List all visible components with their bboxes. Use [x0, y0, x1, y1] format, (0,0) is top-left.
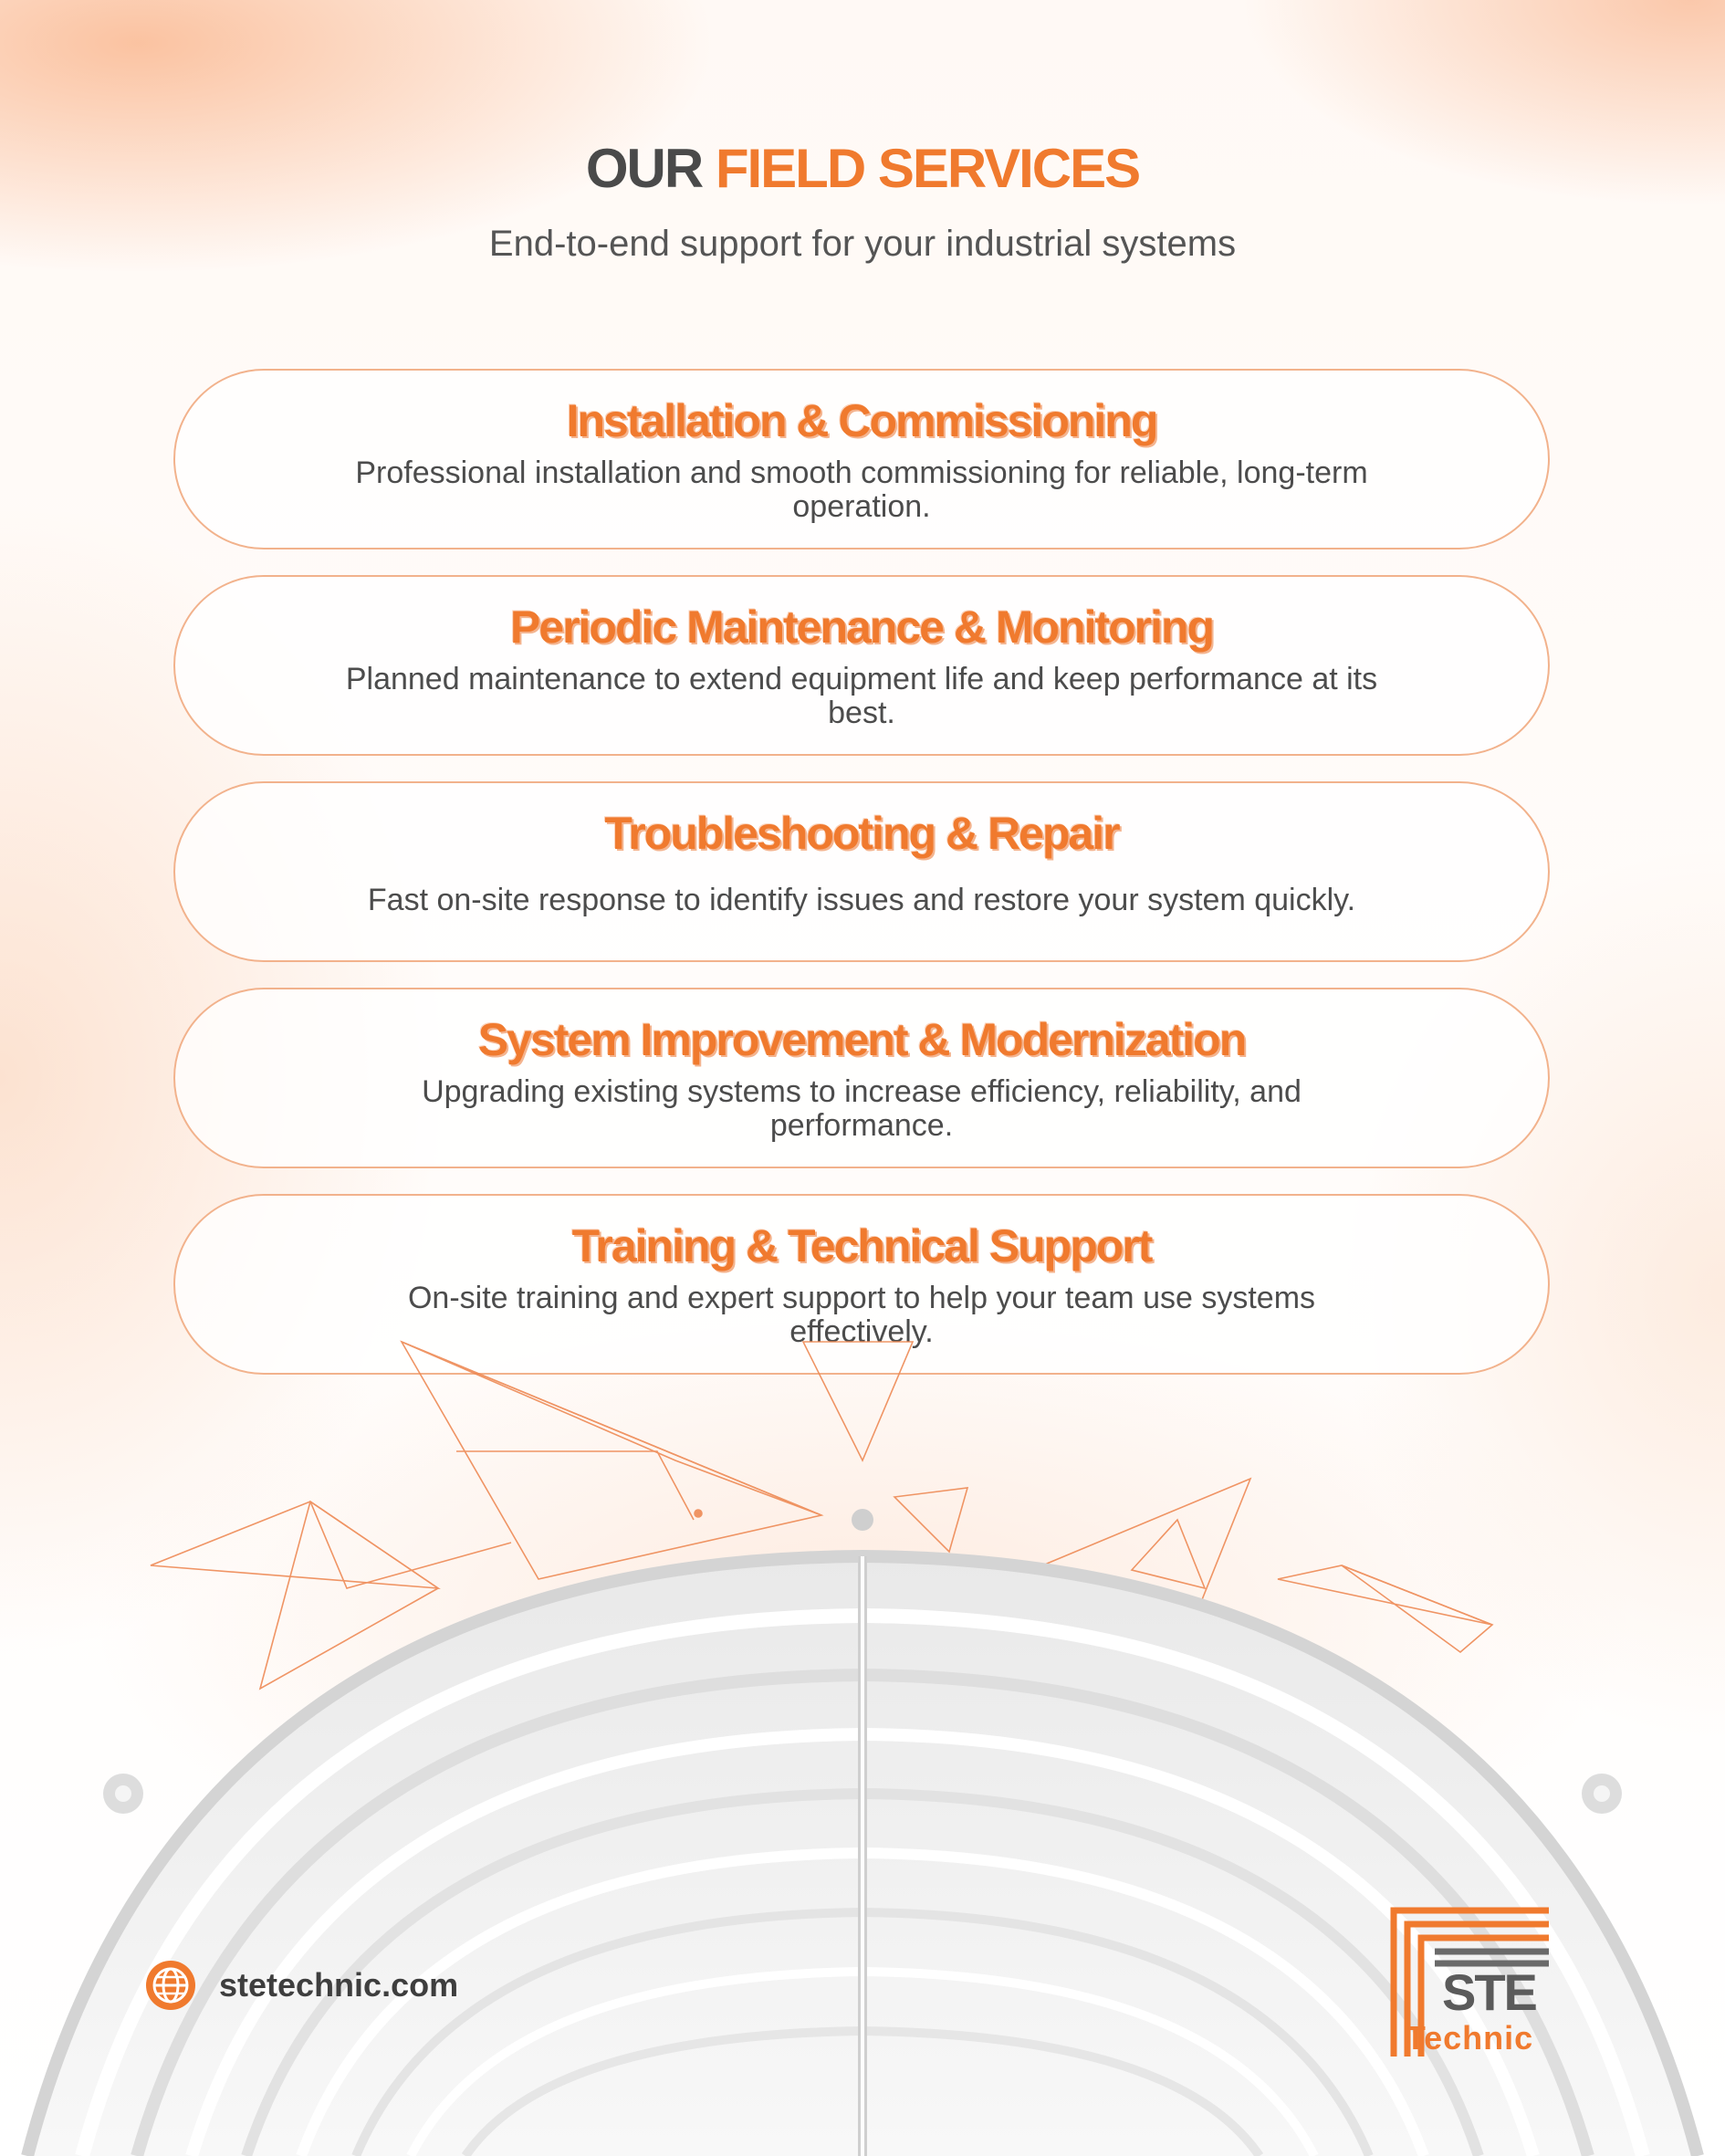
globe-icon — [146, 1961, 195, 2010]
header: OUR FIELD SERVICES End-to-end support fo… — [0, 137, 1725, 265]
wireframe-shapes — [150, 1340, 1494, 1690]
page-subtitle: End-to-end support for your industrial s… — [488, 224, 1237, 264]
service-description: On-site training and expert support to h… — [407, 1281, 1316, 1349]
service-description: Fast on-site response to identify issues… — [367, 883, 1356, 917]
website-url: stetechnic.com — [219, 1966, 459, 2004]
page-title: OUR FIELD SERVICES — [0, 137, 1725, 200]
service-title: Periodic Maintenance & Monitoring — [509, 602, 1215, 653]
services-list: Installation & Commissioning Professiona… — [173, 369, 1550, 1400]
service-card-maintenance: Periodic Maintenance & Monitoring Planne… — [173, 575, 1550, 756]
ste-logo-mark-icon — [1390, 1907, 1549, 2057]
service-description: Planned maintenance to extend equipment … — [345, 662, 1378, 730]
fan-grille — [21, 1509, 1704, 2156]
fan-grille-illustration — [21, 1340, 1704, 2156]
service-title: Training & Technical Support — [571, 1220, 1154, 1272]
service-description: Professional installation and smooth com… — [355, 455, 1368, 524]
service-title: Installation & Commissioning — [566, 395, 1159, 446]
title-dark: OUR — [585, 138, 704, 199]
service-card-modernization: System Improvement & Modernization Upgra… — [173, 988, 1550, 1168]
website-link[interactable]: stetechnic.com — [144, 1959, 458, 2012]
service-card-installation: Installation & Commissioning Professiona… — [173, 369, 1550, 549]
service-title: Troubleshooting & Repair — [604, 808, 1120, 859]
service-card-troubleshooting: Troubleshooting & Repair Fast on-site re… — [173, 781, 1550, 962]
service-title: System Improvement & Modernization — [477, 1014, 1247, 1065]
logo-ste-text: STE — [1442, 1963, 1538, 2021]
service-description: Upgrading existing systems to increase e… — [422, 1074, 1302, 1143]
title-accent: FIELD SERVICES — [715, 138, 1141, 199]
logo-name: Technic — [1405, 2019, 1534, 2057]
